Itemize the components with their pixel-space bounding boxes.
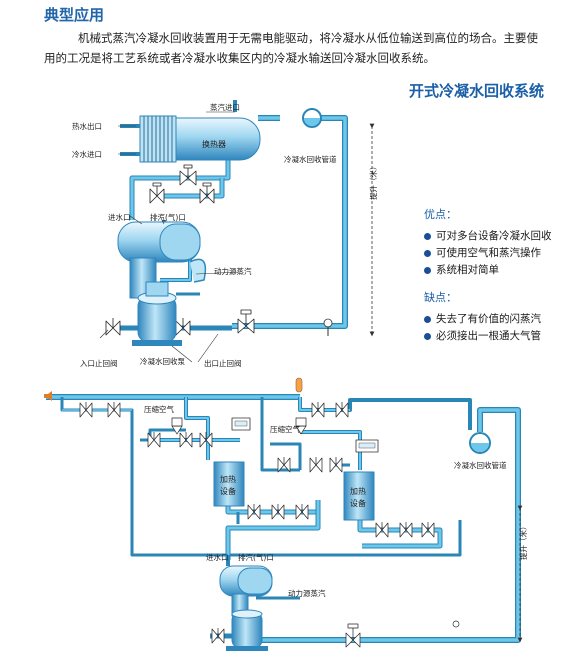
system-title: 开式冷凝水回收系统 (408, 82, 544, 100)
label-outlet-check-valve: 出口止回阀 (204, 358, 242, 368)
condensate-pump (132, 281, 182, 346)
diagram-2 (44, 377, 523, 651)
label-compressed-air-1: 压缩空气 (144, 404, 174, 414)
marker-icon (44, 391, 52, 401)
control-box-2 (355, 439, 379, 453)
diagram-1-labels: 蒸汽进口 热水出口 冷水进口 换热器 冷凝水回收管道 提升（米） 进水口 排汽(… (72, 102, 378, 368)
disadvantages-list: 失去了有价值的闪蒸汽 必须接出一根通大气管 (424, 311, 574, 345)
section-heading: 典型应用 (44, 6, 105, 24)
label-inlet-port-2: 进水口 (206, 552, 229, 562)
disadvantages-title: 缺点： (424, 291, 457, 304)
advantage-item: 可对多台设备冷凝水回收 (424, 228, 574, 245)
label-inlet-check-valve: 入口止回阀 (80, 358, 118, 368)
label-lift-2: 提升（米） (518, 523, 528, 561)
diagram-1 (99, 100, 375, 363)
pros-cons-panel: 优点： 可对多台设备冷凝水回收 可使用空气和蒸汽操作 系统相对简单 缺点： 失去… (424, 204, 574, 355)
label-pump: 冷凝水回收泵 (140, 356, 185, 366)
label-power-steam-1: 动力源蒸汽 (214, 266, 252, 276)
label-hot-water-outlet: 热水出口 (72, 121, 102, 131)
small-gauge-2 (452, 620, 460, 628)
label-heating-equipment-1a: 加热 (220, 474, 236, 484)
disadvantage-item: 必须接出一根通大气管 (424, 328, 574, 345)
control-box-1 (231, 417, 251, 431)
receiver-tank-2 (219, 565, 273, 617)
disadvantage-item: 失去了有价值的闪蒸汽 (424, 311, 574, 328)
label-heating-equipment-1b: 设备 (220, 486, 236, 496)
label-condensate-pipe-1: 冷凝水回收管道 (284, 154, 337, 164)
label-compressed-air-2: 压缩空气 (270, 424, 300, 434)
receiver-tank (117, 221, 207, 299)
valve-group-2 (79, 402, 435, 648)
sight-gauge (302, 108, 333, 336)
diagram-2-labels: 压缩空气 压缩空气 加热 设备 加热 设备 冷凝水回收管道 提升（米） 进水口 … (144, 404, 528, 598)
heating-equipment-2 (343, 471, 375, 521)
advantages-title: 优点： (424, 208, 457, 221)
label-cold-water-inlet: 冷水进口 (72, 149, 102, 159)
label-power-steam-2: 动力源蒸汽 (288, 588, 326, 598)
label-inlet-port-1: 进水口 (108, 212, 131, 222)
label-steam-inlet: 蒸汽进口 (210, 102, 240, 112)
leader-lines-1 (99, 111, 241, 363)
intro-paragraph: 机械式蒸汽冷凝水回收装置用于无需电能驱动，将冷凝水从低位输送到高位的场合。主要使… (44, 31, 538, 65)
advantage-item: 可使用空气和蒸汽操作 (424, 245, 574, 262)
label-heat-exchanger: 换热器 (202, 139, 226, 149)
advantages-list: 可对多台设备冷凝水回收 可使用空气和蒸汽操作 系统相对简单 (424, 228, 574, 279)
sight-gauge-2 (469, 432, 491, 454)
label-exhaust-port-1: 排汽(气)口 (150, 212, 186, 222)
thermometer (295, 377, 303, 393)
label-heating-equipment-2b: 设备 (350, 498, 366, 508)
advantage-item: 系统相对简单 (424, 262, 574, 279)
label-lift-1: 提升（米） (368, 163, 378, 201)
valve-group-1 (105, 164, 255, 336)
return-pipe-1 (232, 115, 348, 329)
label-heating-equipment-2a: 加热 (350, 486, 366, 496)
label-exhaust-port-2: 排汽(气)口 (238, 552, 274, 562)
heat-exchanger (139, 115, 261, 163)
condensate-pump-2 (226, 609, 268, 651)
label-condensate-pipe-2: 冷凝水回收管道 (454, 460, 507, 470)
heating-equipment-1 (213, 461, 245, 507)
